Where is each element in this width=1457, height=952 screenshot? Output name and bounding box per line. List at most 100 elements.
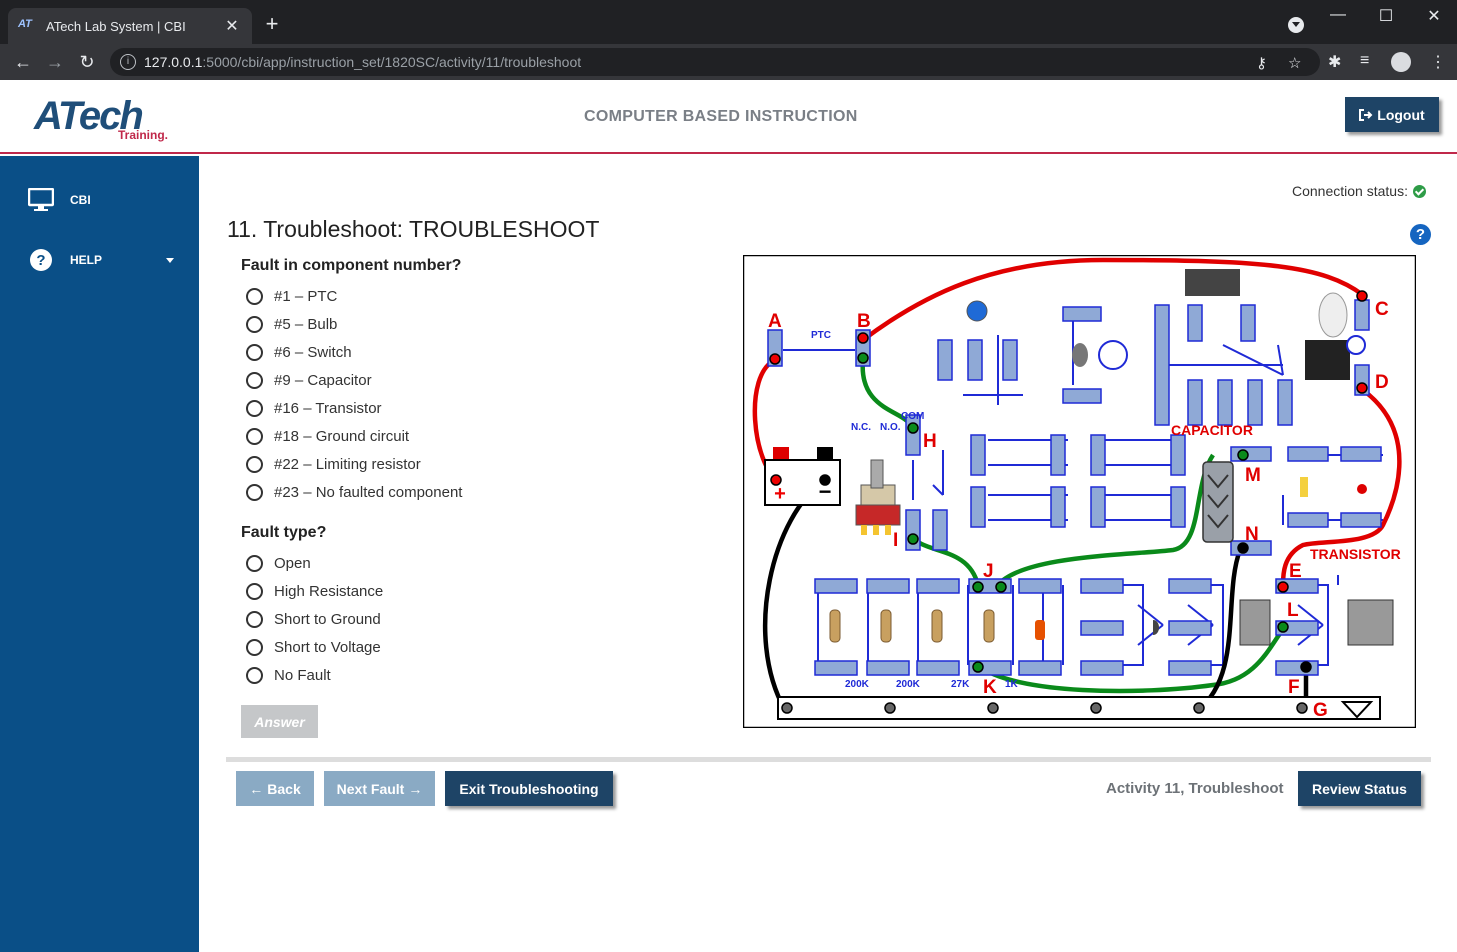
browser-tab[interactable]: AT ATech Lab System | CBI ✕: [8, 8, 252, 44]
fault-component-option[interactable]: #18 – Ground circuit: [246, 426, 409, 446]
test-point-b: B: [857, 311, 871, 332]
extensions-puzzle-icon[interactable]: ✱: [1328, 54, 1342, 71]
fault-type-option[interactable]: High Resistance: [246, 581, 383, 601]
activity-label: Activity 11, Troubleshoot: [1106, 780, 1284, 797]
svg-text:?: ?: [36, 252, 45, 269]
sign-out-icon: [1359, 108, 1373, 121]
radio-button[interactable]: [246, 287, 263, 305]
fault-component-option[interactable]: #9 – Capacitor: [246, 370, 372, 390]
review-status-button[interactable]: Review Status: [1298, 771, 1421, 806]
radio-label: #22 – Limiting resistor: [274, 455, 421, 473]
radio-button[interactable]: [246, 371, 263, 389]
fault-component-option[interactable]: #22 – Limiting resistor: [246, 454, 421, 474]
radio-button[interactable]: [246, 483, 263, 501]
test-point-m: M: [1245, 465, 1261, 486]
fault-type-option[interactable]: Open: [246, 553, 311, 573]
app-header: ATech Training. COMPUTER BASED INSTRUCTI…: [0, 80, 1457, 154]
answer-button[interactable]: Answer: [241, 705, 318, 738]
address-bar[interactable]: i 127.0.0.1:5000/cbi/app/instruction_set…: [110, 48, 1320, 76]
logout-label: Logout: [1377, 106, 1425, 123]
fault-component-option[interactable]: #23 – No faulted component: [246, 482, 462, 502]
media-control-icon[interactable]: ≡: [1360, 52, 1370, 69]
test-point-n: N: [1245, 524, 1259, 545]
radio-label: Open: [274, 554, 311, 572]
maximize-icon[interactable]: ☐: [1378, 8, 1394, 25]
tab-search-icon[interactable]: [1288, 17, 1304, 33]
minimize-icon[interactable]: —: [1330, 6, 1346, 23]
back-button[interactable]: ← Back: [236, 771, 314, 806]
fault-component-question: Fault in component number?: [241, 257, 462, 274]
next-fault-label: Next Fault: [336, 780, 405, 797]
test-point-h: H: [923, 431, 937, 452]
fault-type-option[interactable]: Short to Ground: [246, 609, 381, 629]
help-circle-icon: ?: [28, 247, 54, 273]
kebab-menu-icon[interactable]: ⋮: [1430, 54, 1446, 71]
fault-component-option[interactable]: #1 – PTC: [246, 286, 337, 306]
radio-button[interactable]: [246, 455, 263, 473]
radio-label: #6 – Switch: [274, 343, 352, 361]
radio-label: #1 – PTC: [274, 287, 338, 305]
radio-button[interactable]: [246, 610, 263, 628]
logout-button[interactable]: Logout: [1345, 97, 1439, 132]
test-point-i: I: [893, 530, 898, 551]
arrow-right-icon: →: [408, 780, 423, 797]
resistor-200k-1-label: 200K: [845, 679, 870, 690]
url-host: 127.0.0.1: [144, 54, 203, 70]
help-icon[interactable]: ?: [1410, 224, 1431, 245]
new-tab-icon[interactable]: +: [265, 11, 279, 36]
atech-logo: ATech Training.: [34, 94, 174, 144]
fault-type-question: Fault type?: [241, 524, 327, 541]
capacitor-label: CAPACITOR: [1171, 422, 1253, 438]
connection-status: Connection status:: [1292, 183, 1426, 199]
radio-button[interactable]: [246, 666, 263, 684]
com-label: COM: [901, 411, 924, 422]
fault-type-option[interactable]: Short to Voltage: [246, 637, 381, 657]
forward-arrow-icon[interactable]: →: [46, 52, 64, 72]
back-arrow-icon[interactable]: ←: [14, 52, 32, 72]
sidebar: CBI ? HELP: [0, 156, 199, 952]
fault-component-option[interactable]: #16 – Transistor: [246, 398, 382, 418]
logo-tagline: Training.: [118, 128, 169, 142]
profile-avatar[interactable]: [1391, 52, 1411, 72]
radio-button[interactable]: [246, 343, 263, 361]
info-icon[interactable]: i: [120, 54, 136, 70]
fault-type-option[interactable]: No Fault: [246, 665, 331, 685]
radio-button[interactable]: [246, 582, 263, 600]
radio-button[interactable]: [246, 554, 263, 572]
radio-button[interactable]: [246, 315, 263, 333]
reload-icon[interactable]: ↻: [79, 52, 95, 72]
tab-close-icon[interactable]: ✕: [225, 18, 239, 35]
sidebar-item-cbi[interactable]: CBI: [0, 180, 199, 220]
radio-button[interactable]: [246, 427, 263, 445]
radio-label: Short to Voltage: [274, 638, 381, 656]
tab-title: ATech Lab System | CBI: [46, 18, 186, 34]
sidebar-item-label: HELP: [70, 253, 103, 267]
app-title: COMPUTER BASED INSTRUCTION: [584, 108, 858, 125]
radio-label: No Fault: [274, 666, 331, 684]
next-fault-button[interactable]: Next Fault →: [324, 771, 435, 806]
close-window-icon[interactable]: ✕: [1427, 8, 1441, 25]
nc-label: N.C.: [851, 422, 871, 433]
radio-button[interactable]: [246, 399, 263, 417]
resistor-1k-label: 1K: [1005, 679, 1019, 690]
radio-label: #5 – Bulb: [274, 315, 338, 333]
sidebar-item-help[interactable]: ? HELP: [0, 240, 199, 280]
sidebar-item-label: CBI: [70, 193, 91, 207]
section-divider: [226, 757, 1431, 762]
circuit-diagram: + −: [743, 255, 1416, 728]
arrow-left-icon: ←: [249, 780, 264, 797]
back-label: Back: [267, 780, 301, 797]
test-point-k: K: [983, 677, 997, 698]
page-title: 11. Troubleshoot: TROUBLESHOOT: [227, 216, 600, 242]
radio-label: #9 – Capacitor: [274, 371, 372, 389]
bookmark-star-icon[interactable]: ☆: [1288, 55, 1302, 72]
fault-component-option[interactable]: #6 – Switch: [246, 342, 352, 362]
radio-label: #16 – Transistor: [274, 399, 382, 417]
exit-troubleshooting-button[interactable]: Exit Troubleshooting: [445, 771, 613, 806]
radio-button[interactable]: [246, 638, 263, 656]
test-point-l: L: [1287, 600, 1299, 621]
test-point-f: F: [1288, 677, 1300, 698]
key-icon[interactable]: ⚷: [1256, 55, 1267, 72]
fault-component-option[interactable]: #5 – Bulb: [246, 314, 337, 334]
svg-text:−: −: [819, 479, 832, 504]
